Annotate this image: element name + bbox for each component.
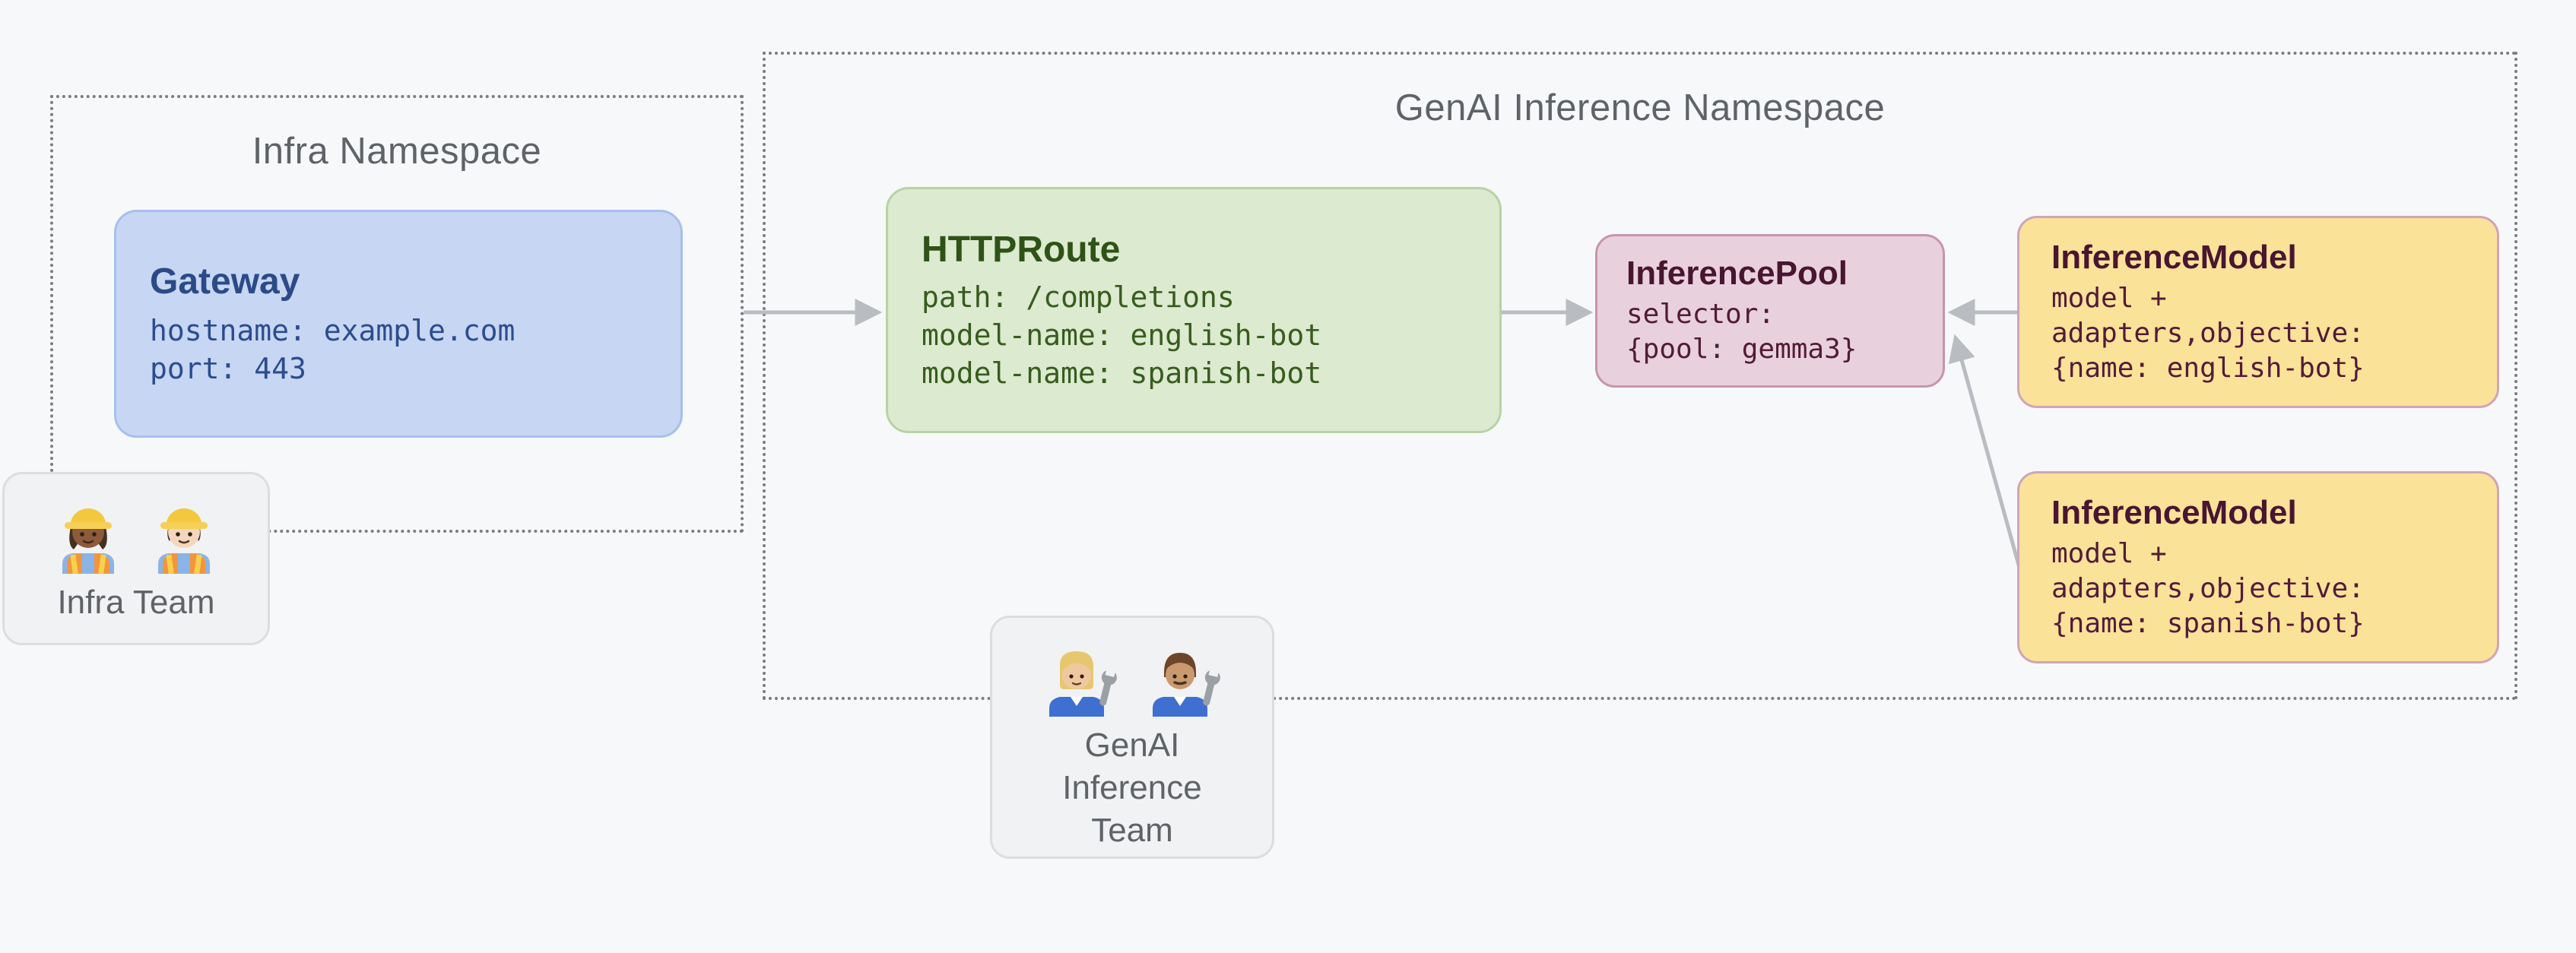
man-mechanic-emoji-icon [1153, 653, 1220, 717]
httproute-path-line: path: /completions [922, 280, 1235, 314]
infra-team-emojis [50, 493, 222, 574]
wrench-icon [1099, 666, 1117, 706]
genai-namespace-title: GenAI Inference Namespace [1394, 87, 1886, 128]
inferencemodel-english-line-2: adapters,objective: [2051, 317, 2365, 349]
inferencemodel-spanish-title: InferenceModel [2051, 493, 2297, 531]
gateway-port-line: port: 443 [150, 351, 306, 385]
httproute-model-spanish-line: model-name: spanish-bot [922, 356, 1322, 390]
woman-mechanic-emoji-icon [1049, 651, 1117, 717]
arrow-inferencemodel-spanish-to-inferencepool [1948, 334, 2022, 568]
inferencepool-node: InferencePool selector: {pool: gemma3} [1595, 234, 1945, 388]
infra-namespace-box: Infra Namespace [50, 95, 744, 533]
genai-team-card: GenAI Inference Team [990, 616, 1274, 859]
genai-team-label: GenAI Inference Team [1062, 727, 1202, 849]
wrench-icon [1203, 666, 1220, 706]
gateway-hostname-line: hostname: example.com [150, 313, 516, 347]
infra-namespace-title: Infra Namespace [252, 131, 542, 172]
genai-team-emojis [1039, 641, 1226, 717]
infra-team-label: Infra Team [57, 584, 215, 621]
inferencemodel-spanish-node: InferenceModel model + adapters,objectiv… [2017, 471, 2499, 663]
inferencemodel-spanish-line-1: model + [2051, 537, 2167, 569]
httproute-model-english-line: model-name: english-bot [922, 318, 1322, 352]
inferencepool-title: InferencePool [1626, 255, 1848, 292]
infra-team-card: Infra Team [2, 472, 270, 645]
gateway-node: Gateway hostname: example.com port: 443 [114, 210, 683, 438]
gateway-title: Gateway [150, 261, 300, 302]
woman-construction-worker-emoji-icon [62, 508, 114, 574]
inferencemodel-english-line-3: {name: english-bot} [2051, 352, 2365, 384]
genai-namespace-box: GenAI Inference Namespace [763, 52, 2517, 700]
httproute-title: HTTPRoute [922, 229, 1121, 270]
inferencemodel-english-title: InferenceModel [2051, 238, 2297, 276]
inferencepool-selector-line: selector: [1626, 299, 1775, 330]
inferencemodel-spanish-line-3: {name: spanish-bot} [2051, 607, 2365, 639]
inferencepool-pool-line: {pool: gemma3} [1626, 334, 1857, 365]
inferencemodel-english-node: InferenceModel model + adapters,objectiv… [2017, 216, 2499, 408]
inferencemodel-english-line-1: model + [2051, 282, 2167, 314]
httproute-node: HTTPRoute path: /completions model-name:… [886, 187, 1502, 433]
man-construction-worker-emoji-icon [158, 508, 210, 574]
inferencemodel-spanish-line-2: adapters,objective: [2051, 572, 2365, 604]
